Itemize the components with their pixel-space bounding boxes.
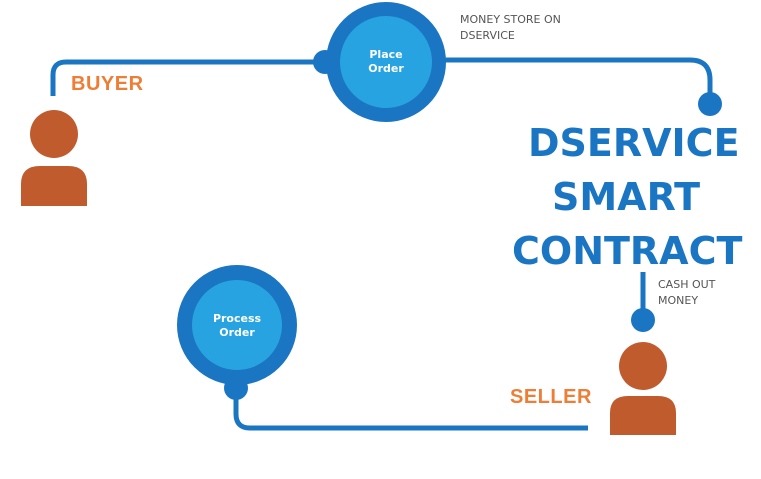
process-order-node [177, 265, 297, 385]
seller-connector-dot [631, 308, 655, 332]
cash-out-note-line-1: CASH OUT [658, 278, 716, 291]
process-order-label-line-1: Process [212, 312, 262, 325]
seller-label: SELLER [510, 386, 592, 408]
buyer-to-place-order-connector [50, 59, 326, 96]
place-order-node [326, 2, 446, 122]
place-order-to-contract-connector [444, 57, 713, 104]
process-order-label: Process Order [197, 312, 277, 340]
title-line-1: DSERVICE [528, 121, 740, 165]
process-order-label-line-2: Order [219, 326, 255, 339]
seller-to-process-order-connector [233, 390, 588, 431]
place-order-label-line-2: Order [368, 62, 404, 75]
money-store-note: MONEY STORE ON DSERVICE [460, 12, 561, 44]
place-order-label-line-1: Place [369, 48, 403, 61]
money-store-note-line-1: MONEY STORE ON [460, 13, 561, 26]
money-store-note-line-2: DSERVICE [460, 29, 515, 42]
contract-connector-dot [698, 92, 722, 116]
buyer-person-icon [21, 110, 87, 206]
title-line-2: SMART [552, 175, 701, 219]
title-line-3: CONTRACT [512, 229, 743, 273]
cash-out-note-line-2: MONEY [658, 294, 699, 307]
place-order-label: Place Order [346, 48, 426, 76]
buyer-label: BUYER [71, 73, 144, 95]
cash-out-note: CASH OUT MONEY [658, 277, 715, 309]
seller-person-icon [610, 342, 676, 435]
